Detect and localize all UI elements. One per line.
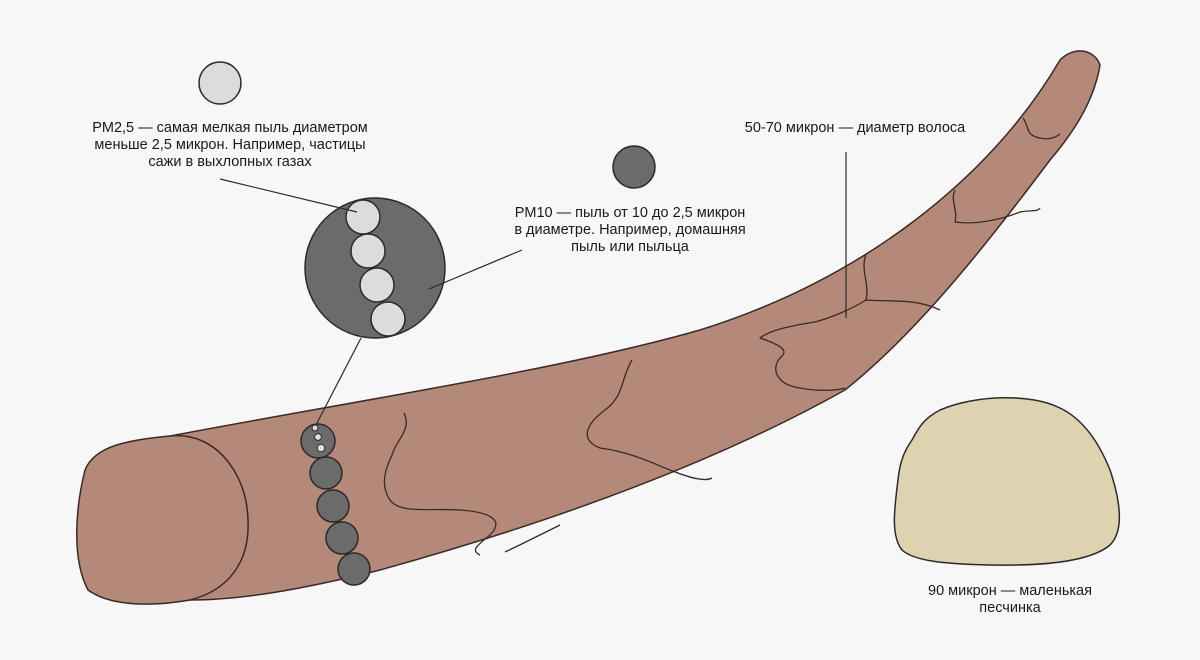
pm10-caption-line: в диаметре. Например, домашняя (514, 222, 746, 238)
magnified-pm25-particle (350, 233, 386, 269)
hair-cuticle-lines (383, 117, 1061, 556)
magnifier-connector-line (315, 337, 362, 426)
pm10-sample-icon (612, 145, 656, 189)
magnifier-icon (304, 197, 446, 426)
pm25-particle-on-hair (316, 443, 326, 453)
magnified-pm25-particle (359, 267, 395, 303)
pm10-caption: PM10 — пыль от 10 до 2,5 микрон в диамет… (470, 205, 790, 256)
pm10-particle-on-hair (316, 489, 350, 523)
pm25-sample-icon (198, 61, 242, 105)
pm10-particle-on-hair (309, 456, 343, 490)
pm25-caption-line: сажи в выхлопных газах (148, 154, 312, 170)
pm10-particle-on-hair (300, 423, 336, 459)
hair-caption: 50-70 микрон — диаметр волоса (725, 120, 985, 137)
pm25-caption-line: PM2,5 — самая мелкая пыль диаметром (92, 120, 368, 136)
pm10-particle-on-hair (337, 552, 371, 586)
leader-lines (219, 152, 847, 318)
pm25-particle-on-hair (314, 433, 322, 441)
hair-cut-end (76, 434, 249, 605)
hair-icon (76, 50, 1101, 605)
sand-caption-line: 90 микрон — маленькая (928, 583, 1092, 599)
sand-caption-line: песчинка (979, 600, 1041, 616)
magnified-pm25-particle (345, 199, 381, 235)
hair-body (169, 50, 1101, 601)
sand-caption: 90 микрон — маленькая песчинка (890, 583, 1130, 617)
pm10-caption-line: PM10 — пыль от 10 до 2,5 микрон (514, 205, 746, 221)
pm25-leader-line (219, 178, 358, 213)
pm10-leader-line (428, 249, 523, 290)
magnified-pm25-particle (370, 301, 406, 337)
pm10-particle-on-hair (325, 521, 359, 555)
pm25-particle-on-hair (311, 424, 319, 432)
hair-particle-column (300, 423, 371, 586)
hair-caption-line: 50-70 микрон — диаметр волоса (744, 120, 966, 136)
sand-grain-icon (893, 397, 1121, 566)
pm10-caption-line: пыль или пыльца (571, 239, 689, 255)
pm25-caption-line: меньше 2,5 микрон. Например, частицы (94, 137, 366, 153)
pm25-caption: PM2,5 — самая мелкая пыль диаметром мень… (70, 120, 390, 171)
